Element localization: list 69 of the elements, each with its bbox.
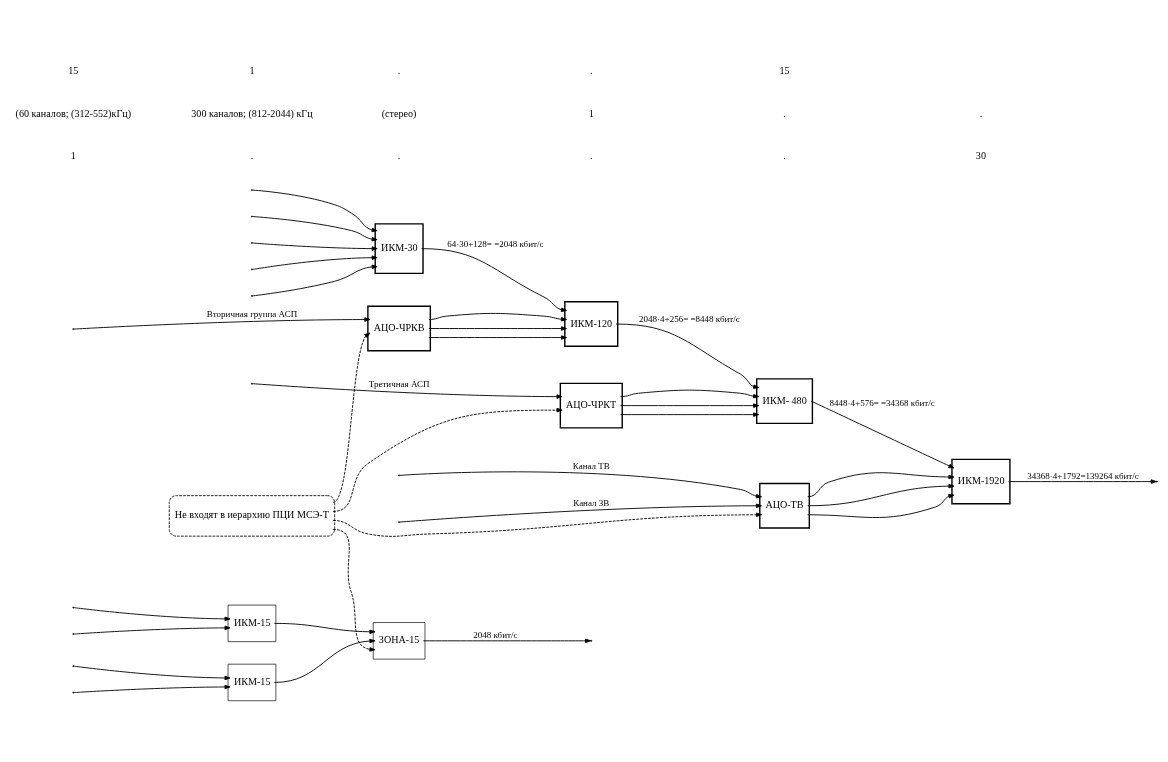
arrow: [252, 242, 378, 251]
arrow: [620, 389, 760, 399]
node-box: АЦО-ЧРКВ: [367, 305, 432, 352]
arrow: [73, 317, 371, 330]
node-box: ИКМ-30: [374, 223, 424, 275]
label: (стерео): [381, 107, 417, 119]
label: 30: [975, 150, 986, 162]
edge-label: Третичная АСП: [368, 379, 430, 390]
arrow: [73, 607, 231, 622]
label: .: [590, 64, 593, 76]
arrow: [274, 622, 376, 634]
label: 300 каналов; (812-2044) кГц: [191, 107, 313, 119]
node-box: ИКМ- 480: [756, 378, 814, 425]
label: 15: [779, 64, 790, 76]
node-box: ЗОНА-15: [372, 622, 426, 660]
label: 1: [249, 64, 255, 76]
arrow: [399, 503, 762, 523]
edge-label: 2048·4+256= =8448 кбит/с: [639, 314, 740, 325]
arrow: [421, 248, 567, 313]
arrow: [274, 638, 376, 683]
arrow: [332, 332, 371, 503]
edge-label: 2048 кбит/с: [473, 629, 518, 640]
label: (60 каналов; (312-552)кГц): [15, 107, 132, 119]
arrow: [252, 264, 378, 297]
edge-label: Канал ТВ: [572, 461, 610, 472]
label: .: [783, 107, 786, 119]
arrow: [807, 494, 955, 518]
arrow: [252, 255, 378, 270]
arrow: [807, 483, 955, 507]
arrow: [399, 471, 762, 499]
arrow: [332, 528, 376, 652]
label: 15: [68, 64, 79, 76]
node-box: АЦО-ЧРКТ: [559, 382, 623, 429]
node-box: ИКМ-15: [227, 663, 277, 702]
arrow: [428, 335, 567, 340]
arrow: [73, 665, 231, 681]
arrow: [620, 412, 760, 417]
arrow: [252, 383, 563, 399]
arrow: [73, 625, 231, 635]
edge-label: 8448·4+576= =34368 кбит/с: [829, 398, 935, 409]
edge-label: Вторичная группа АСП: [206, 308, 298, 319]
label: .: [590, 150, 593, 162]
arrow: [252, 216, 378, 242]
label: .: [397, 150, 401, 162]
label: 1: [70, 150, 76, 162]
edge-label: 34368·4+1792=139264 кбит/с: [1027, 470, 1139, 481]
label: .: [397, 64, 401, 76]
node-box: Не входят в иерархию ПЦИ МСЭ-Т: [168, 495, 336, 537]
arrow: [428, 326, 567, 331]
edge-label: 64·30+128= =2048 кбит/с: [447, 239, 544, 250]
arrow: [620, 403, 760, 408]
arrow: [807, 472, 955, 498]
node-box: АЦО-ТВ: [759, 482, 810, 529]
label: .: [783, 150, 786, 162]
arrow: [615, 323, 760, 389]
arrow: [332, 407, 563, 512]
arrow: [810, 400, 955, 469]
node-box: ИКМ-15: [227, 604, 277, 642]
label: 1: [588, 107, 594, 119]
node-box: ИКМ-120: [564, 301, 619, 347]
arrow: [252, 189, 378, 233]
label: .: [979, 107, 983, 119]
node-box: ИКМ-1920: [951, 458, 1011, 505]
arrow: [1008, 479, 1157, 484]
edge-label: Канал ЗВ: [573, 497, 610, 508]
arrow: [73, 684, 231, 694]
arrow: [428, 312, 567, 322]
label: .: [250, 150, 254, 162]
arrow: [332, 512, 762, 537]
